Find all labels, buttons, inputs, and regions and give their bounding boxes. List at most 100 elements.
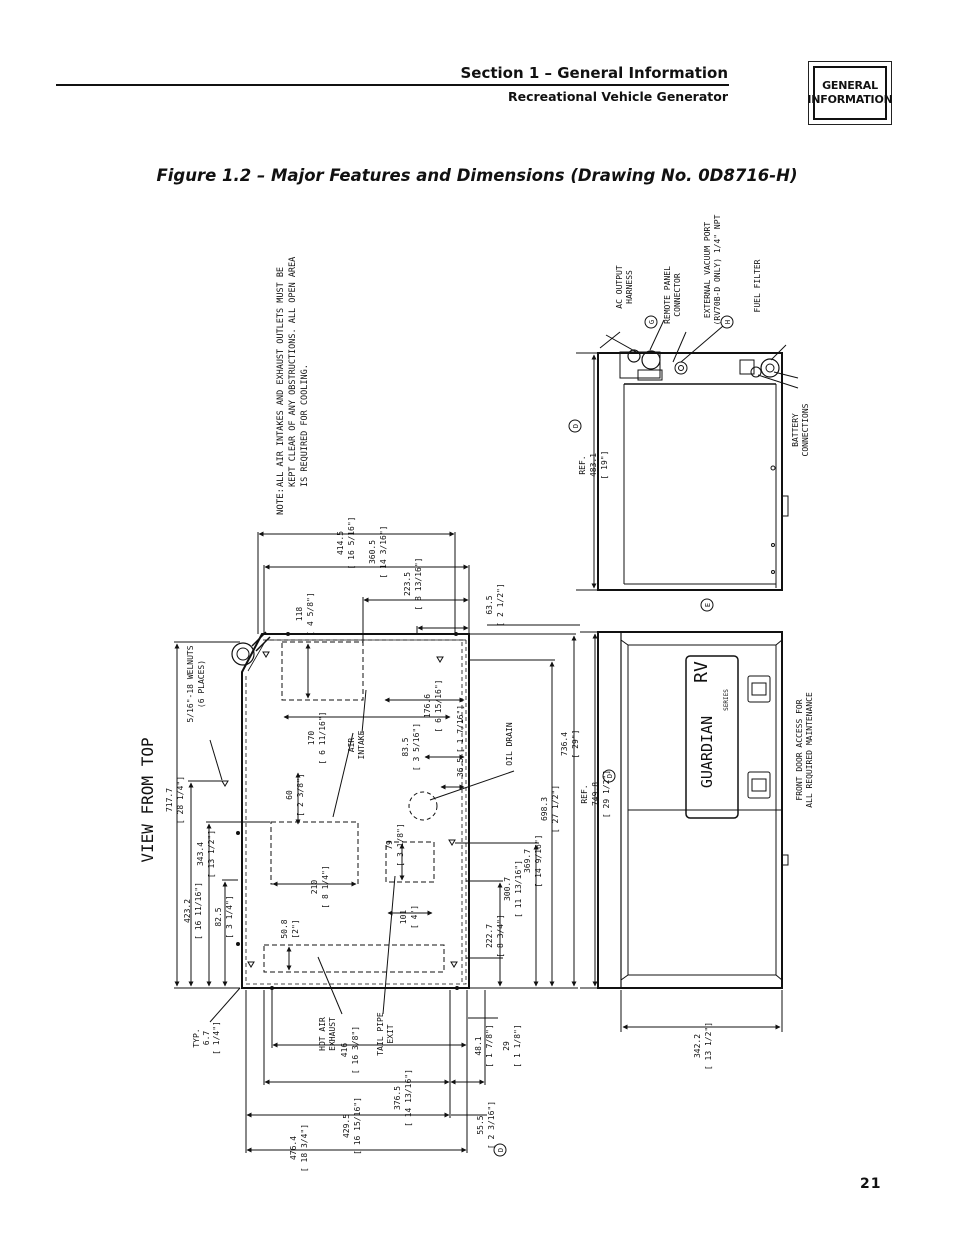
dimension-d4145: [ 16 5/16"]: [347, 517, 356, 570]
dimension-d210: 210: [310, 880, 319, 895]
dimension-d118: 118: [295, 607, 304, 622]
ac-output-label: AC OUTPUT: [615, 265, 624, 309]
dimension-d101: [ 4"]: [410, 905, 419, 929]
dimension-d7177: [ 28 1/4"]: [176, 776, 185, 824]
dimension-d4295: [ 16 15/16"]: [353, 1097, 362, 1155]
tail-pipe-exit-label: TAIL PIPE: [376, 1012, 385, 1056]
welnut-icons: [221, 651, 458, 968]
front-door-label: ALL REQUIRED MAINTENANCE: [805, 692, 814, 808]
dimension-d7498: [ 29 1/2"]: [602, 770, 611, 818]
dimension-d7364: 736.4: [560, 732, 569, 756]
dimension-d508: [2"]: [291, 919, 300, 938]
guardian-logo-plate: [685, 655, 739, 819]
dimension-d3605: [ 14 3/16"]: [379, 526, 388, 579]
battery-connections-label: BATTERY: [791, 413, 800, 447]
dimension-d4764: 476.4: [289, 1136, 298, 1160]
marker-g: G: [648, 320, 656, 324]
dimension-d3697: 369.7: [523, 849, 532, 873]
dimension-d3765: [ 14 13/16"]: [404, 1069, 413, 1127]
remote-panel-label: CONNECTOR: [673, 273, 682, 317]
dimension-d481: 48.1: [474, 1036, 483, 1055]
tab-line-1: GENERAL: [822, 79, 878, 92]
dimension-d508: 50.8: [280, 919, 289, 938]
note-label: NOTE:: [276, 488, 286, 515]
dimension-d7364: [ 29"]: [571, 730, 580, 759]
dimension-d3605: 360.5: [368, 540, 377, 564]
dimension-d3434: 343.4: [196, 842, 205, 866]
page-number: 21: [860, 1176, 882, 1192]
dimension-d3434: [ 13 1/2"]: [207, 830, 216, 878]
section-tab: GENERAL INFORMATION: [807, 61, 893, 125]
dimension-d2227: [ 8 3/4"]: [496, 914, 505, 957]
welnuts-label: (6 PLACES): [197, 660, 206, 708]
marker-h: H: [724, 320, 732, 324]
oil-drain-label: OIL DRAIN: [505, 722, 514, 766]
top-view: [174, 531, 580, 1153]
vacuum-port-label: EXTERNAL VACUUM PORT: [703, 222, 712, 319]
dimension-d79: [ 3 1/8"]: [396, 823, 405, 866]
dimension-d416: [ 16 3/8"]: [351, 1026, 360, 1074]
dimension-d835: [ 3 5/16"]: [412, 723, 421, 771]
typical-dimension-label: [ 1/4"]: [212, 1021, 221, 1055]
figure-title: Figure 1.2 – Major Features and Dimensio…: [156, 166, 798, 185]
dimension-d4831: 483.1: [589, 453, 598, 477]
dimension-d4232: 423.2: [183, 899, 192, 923]
marker-d: D: [606, 774, 614, 778]
dimension-d416: 416: [340, 1043, 349, 1058]
dimension-d3007: 300.7: [503, 877, 512, 901]
dimension-d29: [ 1 1/8"]: [513, 1024, 522, 1067]
dimension-d4764: [ 18 3/4"]: [300, 1124, 309, 1172]
fuel-filter-label: FUEL FILTER: [753, 259, 762, 312]
dimension-d3422: [ 13 1/2"]: [704, 1022, 713, 1070]
air-intake-label: AIR: [347, 738, 356, 753]
dimension-d170: 170: [307, 731, 316, 746]
ac-output-label: HARNESS: [625, 270, 634, 304]
dimension-d481: [ 1 7/8"]: [485, 1024, 494, 1067]
dimension-d3697: [ 14 9/16"]: [534, 835, 543, 888]
marker-e: E: [704, 603, 712, 607]
section-title: Section 1 – General Information: [460, 64, 728, 82]
dimension-d118: [ 4 5/8"]: [306, 592, 315, 635]
dimension-d4145: 414.5: [336, 531, 345, 555]
section-subtitle: Recreational Vehicle Generator: [507, 89, 728, 104]
marker-d: D: [572, 424, 580, 428]
dimension-d3007: [ 11 13/16"]: [514, 860, 523, 918]
dimension-d3765: 376.5: [393, 1086, 402, 1110]
dimension-d6983: 698.3: [540, 797, 549, 821]
dimension-d4831: [ 19"]: [600, 451, 609, 480]
header-rule: [56, 84, 729, 86]
section-tab-label: GENERAL INFORMATION: [807, 66, 893, 120]
dimension-d60: [ 2 3/8"]: [296, 773, 305, 816]
dimension-d79: 79: [385, 840, 394, 850]
note-line: KEPT CLEAR OF ANY OBSTRUCTIONS. ALL OPEN…: [288, 257, 298, 487]
tail-pipe-exit-label: EXIT: [386, 1024, 395, 1043]
dimension-d2235: [ 8 13/16"]: [414, 558, 423, 611]
dimension-d4232: [ 16 11/16"]: [194, 882, 203, 940]
dimension-d555: [ 2 3/16"]: [487, 1101, 496, 1149]
hot-air-exhaust-label: EXHAUST: [328, 1017, 337, 1051]
dimension-d1766: [ 6 15/16"]: [434, 680, 443, 733]
note-line: ALL AIR INTAKES AND EXHAUST OUTLETS MUST…: [276, 267, 286, 487]
dimension-d2227: 222.7: [485, 924, 494, 948]
hot-air-exhaust-label: HOT AIR: [318, 1017, 327, 1051]
tab-line-2: INFORMATION: [807, 93, 893, 106]
front-door-label: FRONT DOOR ACCESS FOR: [795, 699, 804, 800]
dimension-d635: [ 2 1/2"]: [496, 583, 505, 626]
battery-connections-label: CONNECTIONS: [801, 403, 810, 456]
logo-model: RV: [691, 661, 712, 683]
dimension-d825: 82.5: [214, 907, 223, 926]
dimension-d825: [ 3 1/4"]: [225, 895, 234, 938]
dimension-d365: 36.5 [ 1 7/16"]: [456, 705, 465, 777]
welnuts-label: 5/16"-18 WELNUTS: [186, 645, 195, 722]
typical-dimension-label: 6.7: [202, 1031, 211, 1046]
air-intake-label: INTAKE: [357, 730, 366, 759]
dimension-d635: 63.5: [485, 595, 494, 614]
logo-brand: GUARDIAN: [698, 716, 716, 788]
dimension-d4295: 429.5: [342, 1114, 351, 1138]
dimension-d4831: REF.: [578, 455, 587, 474]
dimension-d3422: 342.2: [693, 1034, 702, 1058]
dimension-d170: [ 6 11/16"]: [318, 712, 327, 765]
dimension-d835: 83.5: [401, 737, 410, 756]
